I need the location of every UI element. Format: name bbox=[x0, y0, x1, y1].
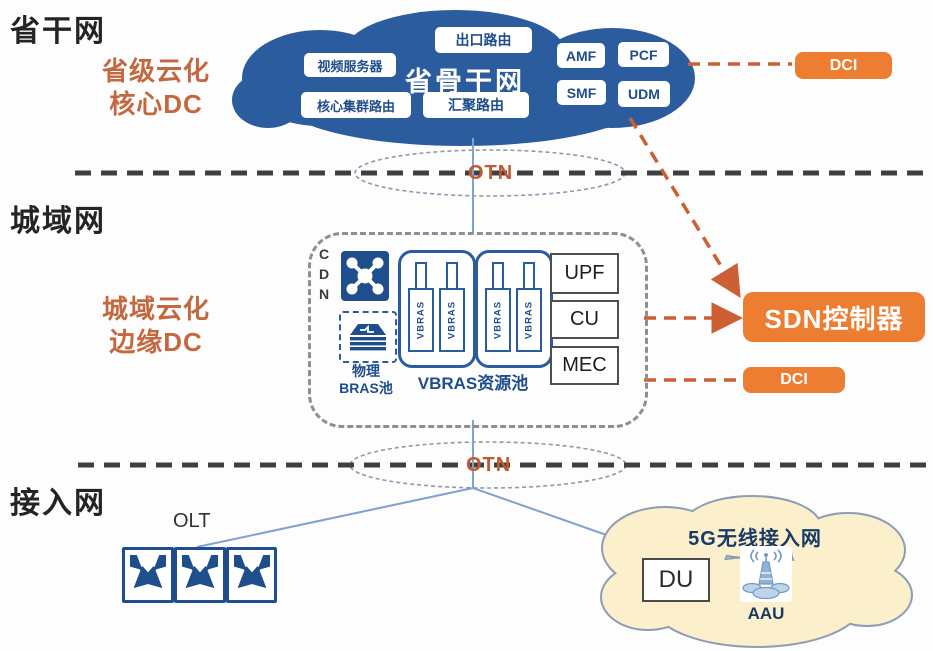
vbras-pool-label: VBRAS资源池 bbox=[417, 374, 529, 393]
aau-label: AAU bbox=[747, 604, 785, 623]
switch-cross-arrows-icon bbox=[233, 555, 270, 589]
vbras-server-icon bbox=[492, 262, 504, 290]
dci-bottom-box: DCI bbox=[743, 367, 845, 393]
vbras-label: VBRAS bbox=[523, 300, 535, 340]
node-exit-router: 出口路由 bbox=[435, 27, 532, 53]
olt-label: OLT bbox=[173, 510, 211, 532]
vbras-server-icon bbox=[523, 262, 535, 290]
vbras-server-icon bbox=[415, 262, 427, 290]
physical-bras-pool-box bbox=[339, 311, 397, 363]
metro-dc-label-line1: 城域云化 bbox=[101, 294, 210, 324]
metro-edge-dc-pool bbox=[308, 232, 648, 428]
olt-switch-2 bbox=[174, 547, 226, 603]
node-core-cluster-router: 核心集群路由 bbox=[301, 92, 411, 118]
node-cu: CU bbox=[550, 300, 619, 339]
provincial-dc-label-line2: 核心DC bbox=[109, 89, 203, 119]
access-cloud-title: 5G无线接入网 bbox=[688, 528, 822, 550]
switch-cross-arrows-icon bbox=[130, 555, 166, 589]
switch-cross-arrows-icon bbox=[182, 555, 218, 589]
olt-switch-1 bbox=[122, 547, 174, 603]
cdn-icon bbox=[341, 251, 389, 301]
vbras-server-icon: VBRAS bbox=[516, 288, 542, 352]
vbras-label: VBRAS bbox=[492, 300, 504, 340]
physical-bras-label-line2: BRAS池 bbox=[339, 380, 393, 396]
metro-dc-label-line2: 边缘DC bbox=[109, 327, 203, 357]
olt-switch-3 bbox=[226, 547, 277, 603]
node-video-server: 视频服务器 bbox=[304, 53, 396, 77]
provincial-dc-label-line1: 省级云化 bbox=[101, 56, 210, 86]
vbras-server-icon: VBRAS bbox=[439, 288, 465, 352]
vbras-container-1: VBRAS VBRAS bbox=[398, 250, 476, 368]
otn-top-label: OTN bbox=[468, 162, 514, 184]
vbras-server-icon: VBRAS bbox=[408, 288, 434, 352]
aau-base-station-icon bbox=[740, 546, 792, 602]
otn-bottom-label: OTN bbox=[466, 454, 512, 476]
physical-bras-label-line1: 物理 bbox=[352, 363, 380, 379]
vbras-label: VBRAS bbox=[415, 300, 427, 340]
metro-dc-label: 城域云化 边缘DC bbox=[78, 293, 234, 359]
node-udm: UDM bbox=[618, 81, 670, 107]
node-aggregation-router: 汇聚路由 bbox=[423, 92, 529, 118]
section-label-metro: 城域网 bbox=[10, 205, 106, 238]
access-cloud-shape bbox=[600, 495, 913, 648]
node-mec: MEC bbox=[550, 346, 619, 385]
connector-cloud-to-sdn bbox=[628, 117, 741, 298]
cdn-label: CDN bbox=[316, 246, 332, 306]
sdn-controller-box: SDN控制器 bbox=[743, 292, 925, 342]
vbras-server-icon bbox=[446, 262, 458, 290]
node-amf: AMF bbox=[557, 43, 605, 68]
physical-bras-label: 物理 BRAS池 bbox=[330, 363, 402, 397]
vbras-label: VBRAS bbox=[446, 300, 458, 340]
node-smf: SMF bbox=[557, 80, 606, 105]
node-pcf: PCF bbox=[618, 42, 669, 67]
node-du: DU bbox=[642, 558, 710, 602]
section-label-provincial: 省干网 bbox=[10, 15, 106, 48]
node-upf: UPF bbox=[550, 253, 619, 294]
section-label-access: 接入网 bbox=[10, 487, 106, 520]
provincial-dc-label: 省级云化 核心DC bbox=[78, 55, 234, 121]
dci-top-box: DCI bbox=[795, 52, 892, 79]
physical-bras-device-icon bbox=[350, 324, 386, 351]
vbras-server-icon: VBRAS bbox=[485, 288, 511, 352]
vbras-container-2: VBRAS VBRAS bbox=[475, 250, 553, 368]
